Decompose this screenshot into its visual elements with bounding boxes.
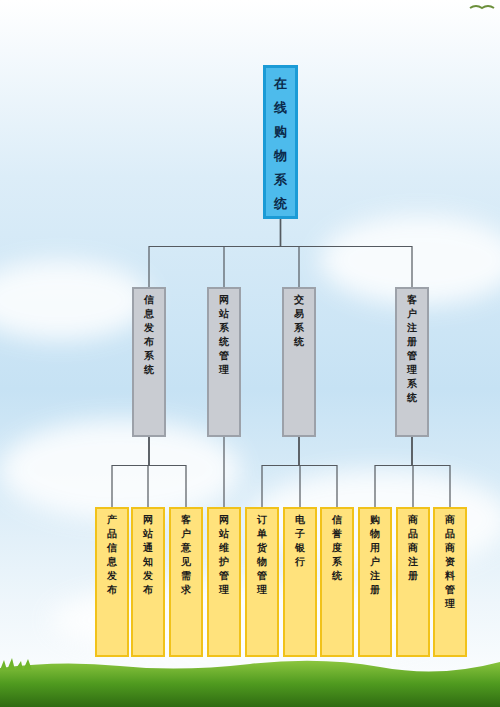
tree-connector: [223, 437, 224, 507]
tree-connector: [224, 219, 281, 287]
box-label: 网站维护管理: [219, 509, 229, 597]
tree-connector: [281, 219, 413, 287]
box-label: 网站系统管理: [219, 289, 229, 377]
box-label: 购物用户注册: [370, 509, 380, 597]
box-label: 产品信息发布: [107, 509, 117, 597]
function-box: 购物用户注册: [358, 507, 392, 657]
tree-connector: [412, 437, 450, 507]
tree-connector: [262, 437, 299, 507]
box-label: 客户注册管理系统: [407, 289, 417, 405]
function-box: 订单货物管理: [245, 507, 279, 657]
module-box: 客户注册管理系统: [395, 287, 429, 437]
root-box: 在线购物系统: [263, 65, 298, 219]
tree-connector: [281, 219, 300, 287]
box-label: 信誉度系统: [332, 509, 342, 583]
module-box: 交易系统: [282, 287, 316, 437]
box-label: 信息发布系统: [144, 289, 154, 377]
tree-connector: [299, 437, 337, 507]
box-label: 网站通知发布: [143, 509, 153, 597]
tree-connector: [375, 437, 412, 507]
function-box: 商品商注册: [396, 507, 430, 657]
function-box: 网站维护管理: [207, 507, 241, 657]
box-label: 商品商资料管理: [445, 509, 455, 611]
tree-connector: [149, 219, 281, 287]
function-box: 产品信息发布: [95, 507, 129, 657]
box-label: 订单货物管理: [257, 509, 267, 597]
box-label: 交易系统: [294, 289, 304, 349]
module-box: 信息发布系统: [132, 287, 166, 437]
box-label: 电子银行: [295, 509, 305, 569]
tree-connector: [112, 437, 149, 507]
function-box: 客户意见需求: [169, 507, 203, 657]
box-label: 商品商注册: [408, 509, 418, 583]
tree-connector: [149, 437, 186, 507]
box-label: 在线购物系统: [274, 68, 287, 216]
box-label: 客户意见需求: [181, 509, 191, 597]
function-box: 信誉度系统: [320, 507, 354, 657]
function-box: 电子银行: [283, 507, 317, 657]
function-box: 网站通知发布: [131, 507, 165, 657]
module-box: 网站系统管理: [207, 287, 241, 437]
function-box: 商品商资料管理: [433, 507, 467, 657]
